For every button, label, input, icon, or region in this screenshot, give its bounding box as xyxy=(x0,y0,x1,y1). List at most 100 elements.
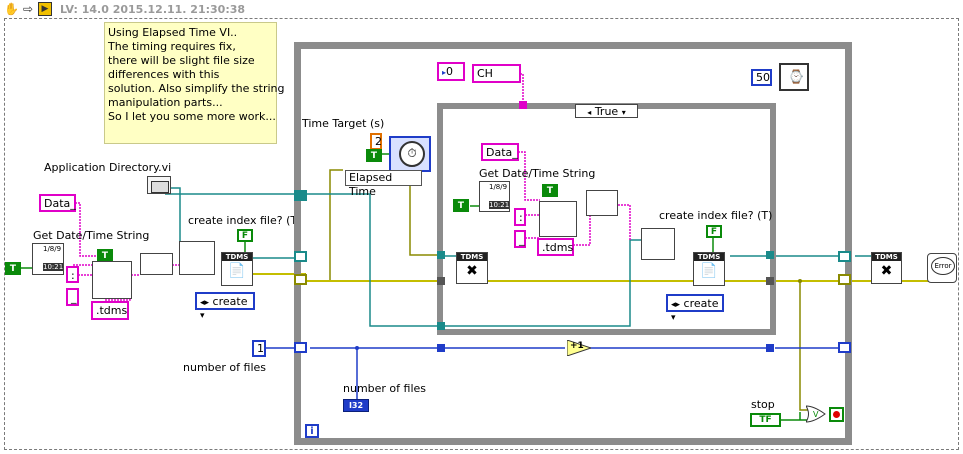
note-line: The timing requires fix, xyxy=(108,40,236,53)
case-tunnel[interactable] xyxy=(437,277,445,285)
or-gate-icon: V xyxy=(805,405,826,423)
channel-name-constant[interactable]: CH xyxy=(472,64,521,83)
version-label: LV: 14.0 2015.12.11. 21:30:38 xyxy=(60,3,246,16)
tdms-open-vi[interactable]: TDMS 📄 xyxy=(221,252,253,286)
channel-index-value: 0 xyxy=(446,65,454,78)
concatenate-strings-vi[interactable] xyxy=(586,190,618,216)
get-datetime-vi[interactable]: 1/8/9 10:21 xyxy=(479,181,510,212)
tdms-open-vi[interactable]: TDMS 📄 xyxy=(693,252,725,286)
hand-icon[interactable]: ✋ xyxy=(4,2,19,16)
stopwatch-icon: ⏱ xyxy=(399,141,425,167)
case-tunnel[interactable] xyxy=(437,322,445,330)
tdms-header: TDMS xyxy=(457,253,487,261)
build-path-vi[interactable] xyxy=(179,241,215,275)
arrow-right-icon[interactable]: ⇨ xyxy=(22,2,34,16)
wait-ms-vi[interactable]: ⌚ xyxy=(779,63,809,91)
build-path-vi[interactable] xyxy=(641,228,675,260)
underscore-string-constant[interactable]: _ xyxy=(514,230,526,248)
path-tunnel[interactable] xyxy=(294,190,307,201)
svg-text:V: V xyxy=(813,410,819,419)
false-constant[interactable]: F xyxy=(706,225,722,238)
case-tunnel[interactable] xyxy=(437,344,445,352)
true-constant[interactable]: T xyxy=(366,149,382,162)
case-tunnel[interactable] xyxy=(437,251,445,259)
tdms-close-vi[interactable]: TDMS ✖ xyxy=(871,252,902,284)
case-tunnel[interactable] xyxy=(519,101,527,109)
iteration-terminal: i xyxy=(305,424,319,438)
create-enum-value: create xyxy=(683,297,719,310)
increment-node[interactable]: +1 xyxy=(566,339,593,357)
stop-label: stop xyxy=(751,398,775,411)
concatenate-strings-vi[interactable] xyxy=(140,253,173,275)
number-of-files-label: number of files xyxy=(183,361,267,374)
tdms-extension-constant[interactable]: .tdms xyxy=(537,238,574,256)
tdms-close-vi[interactable]: TDMS ✖ xyxy=(456,252,488,284)
tdms-open-icon: 📄 xyxy=(228,263,246,279)
shift-register-left[interactable] xyxy=(294,251,307,262)
format-into-string-vi[interactable] xyxy=(92,261,132,299)
vi-icon[interactable]: ▶ xyxy=(38,2,52,16)
error-shift-register-left[interactable] xyxy=(294,274,307,285)
time-target-label: Time Target (s) xyxy=(302,117,385,130)
note-line: differences with this xyxy=(108,68,220,81)
number-of-files-indicator[interactable]: I32 xyxy=(343,399,369,412)
numeric-shift-register-left[interactable] xyxy=(294,342,307,353)
loop-condition-terminal[interactable] xyxy=(829,407,844,422)
stop-control[interactable]: TF xyxy=(750,413,781,427)
case-selector[interactable]: ◂ True ▾ xyxy=(575,104,638,118)
tdms-close-icon: ✖ xyxy=(880,263,893,279)
create-enum[interactable]: ◂▸ create ▾ xyxy=(195,292,255,321)
elapsed-time-express-vi[interactable]: ⏱ xyxy=(389,136,431,172)
create-enum[interactable]: ◂▸ create ▾ xyxy=(666,294,724,323)
get-datetime-vi[interactable]: 1/8/9 10:21 xyxy=(32,243,64,275)
channel-index-constant[interactable]: ▸0 xyxy=(437,62,465,81)
get-datetime-label: Get Date/Time String xyxy=(479,167,596,180)
underscore-string-constant[interactable]: _ xyxy=(66,288,79,306)
number-of-files-constant[interactable]: 1 xyxy=(252,340,266,357)
error-bubble-icon: Error xyxy=(931,257,955,275)
data-string-constant[interactable]: Data_ xyxy=(481,143,519,161)
colon-string-constant[interactable]: : xyxy=(66,266,79,283)
tdms-extension-constant[interactable]: .tdms xyxy=(91,301,129,320)
format-into-string-vi[interactable] xyxy=(539,201,577,237)
note-line: So I let you some more work... xyxy=(108,110,276,123)
block-diagram-frame xyxy=(4,18,959,450)
true-constant[interactable]: T xyxy=(453,199,469,212)
colon-string-constant[interactable]: : xyxy=(514,208,526,226)
error-shift-register-right[interactable] xyxy=(838,274,851,285)
note-line: solution. Also simplify the string xyxy=(108,82,285,95)
tdms-header: TDMS xyxy=(222,253,252,261)
data-string-constant[interactable]: Data_ xyxy=(39,194,76,212)
note-line: Using Elapsed Time VI.. xyxy=(108,26,238,39)
note-line: manipulation parts... xyxy=(108,96,223,109)
or-node[interactable]: V xyxy=(805,405,826,423)
increment-icon xyxy=(566,339,593,357)
wait-ms-constant[interactable]: 50 xyxy=(751,69,772,86)
watch-icon: ⌚ xyxy=(788,70,805,85)
toolbar: ✋ ⇨ ▶ LV: 14.0 2015.12.11. 21:30:38 xyxy=(0,0,963,20)
tdms-close-icon: ✖ xyxy=(466,263,478,279)
create-enum-value: create xyxy=(212,295,248,308)
vi-text: 1/8/9 xyxy=(489,183,508,191)
vi-text: 10:21 xyxy=(489,201,510,209)
false-constant[interactable]: F xyxy=(237,229,253,242)
folder-icon[interactable] xyxy=(147,176,171,194)
case-selector-value: True xyxy=(594,105,619,118)
while-loop[interactable] xyxy=(294,42,852,445)
case-tunnel[interactable] xyxy=(766,344,774,352)
case-tunnel[interactable] xyxy=(766,251,774,259)
elapsed-time-label: Elapsed Time xyxy=(345,170,422,198)
get-datetime-label: Get Date/Time String xyxy=(33,229,150,242)
true-constant[interactable]: T xyxy=(5,262,21,275)
simple-error-handler-vi[interactable]: Error xyxy=(927,253,957,283)
true-constant[interactable]: T xyxy=(542,184,558,197)
tdms-open-icon: 📄 xyxy=(700,263,718,279)
time-target-constant[interactable]: 2 xyxy=(370,133,382,150)
increment-text: +1 xyxy=(570,341,584,351)
tdms-header: TDMS xyxy=(694,253,724,261)
tdms-header: TDMS xyxy=(872,253,901,261)
shift-register-right[interactable] xyxy=(838,251,851,262)
create-index-label: create index file? (T) xyxy=(659,209,773,222)
case-tunnel[interactable] xyxy=(766,277,774,285)
numeric-shift-register-right[interactable] xyxy=(838,342,851,353)
